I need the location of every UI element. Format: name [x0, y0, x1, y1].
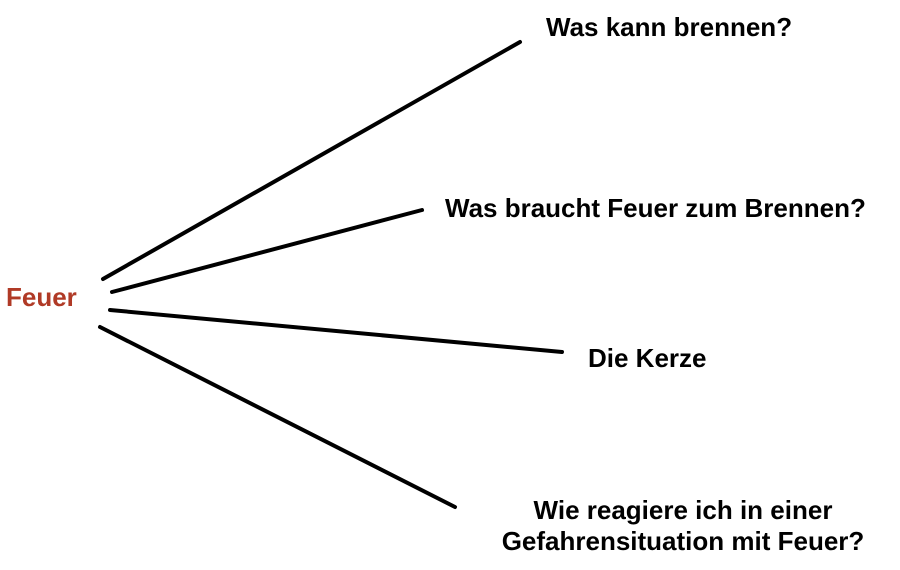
central-node-feuer: Feuer — [6, 282, 77, 312]
branch-label-was-braucht-feuer: Was braucht Feuer zum Brennen? — [445, 193, 866, 223]
branch-label-was-kann-brennen: Was kann brennen? — [546, 12, 793, 42]
branch-label-gefahrensituation-line-2: Gefahrensituation mit Feuer? — [501, 526, 865, 556]
branch-label-gefahrensituation-line-1: Wie reagiere ich in einer — [533, 495, 833, 525]
branch-label-gefahrensituation: Wie reagiere ich in einer Gefahrensituat… — [443, 495, 900, 557]
branch-label-die-kerze: Die Kerze — [588, 343, 707, 373]
